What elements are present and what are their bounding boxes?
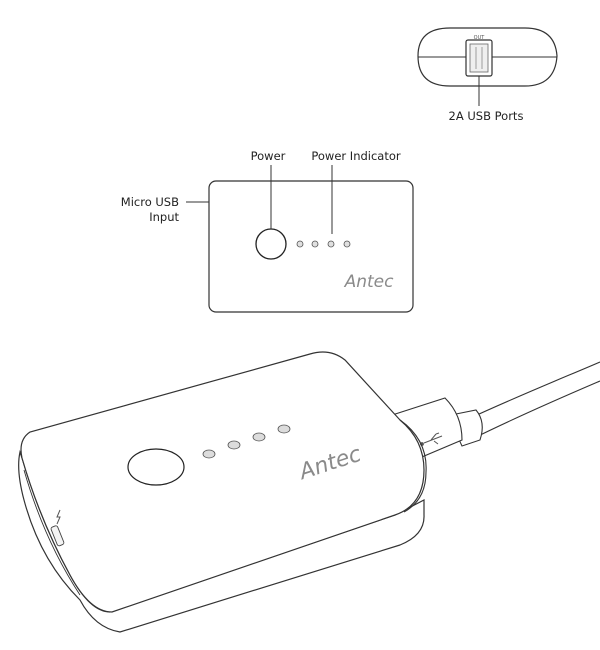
indicator-led [296, 240, 304, 248]
usb-port-inner [469, 43, 489, 73]
end-view: OUT 2A USB Ports [417, 27, 558, 123]
power-button [255, 228, 287, 260]
indicator-led [343, 240, 351, 248]
perspective-body-top [20, 351, 425, 613]
indicator-leds [296, 240, 351, 248]
micro-usb-label-line1: Micro USB [121, 195, 179, 209]
indicator-led [311, 240, 319, 248]
power-label: Power [251, 149, 286, 163]
indicator-led [252, 432, 266, 442]
micro-usb-port [50, 509, 65, 547]
top-view-body [208, 180, 414, 313]
indicator-leds-3d [202, 424, 291, 459]
lightning-icon [56, 509, 61, 525]
port-out-label: OUT [474, 35, 486, 41]
micro-usb-label-line2: Input [149, 210, 179, 224]
side-seam [23, 469, 81, 596]
indicator-led [277, 424, 291, 434]
power-button-3d [127, 448, 185, 486]
top-view: Antec Power Power Indicator Micro USB In… [121, 149, 414, 313]
indicator-led [202, 449, 216, 459]
indicator-led [327, 240, 335, 248]
indicator-led [227, 440, 241, 450]
usb-ports-label: 2A USB Ports [449, 109, 524, 123]
brand-logo: Antec [344, 272, 395, 292]
perspective-view: Antec [18, 351, 600, 633]
power-indicator-label: Power Indicator [311, 149, 401, 163]
